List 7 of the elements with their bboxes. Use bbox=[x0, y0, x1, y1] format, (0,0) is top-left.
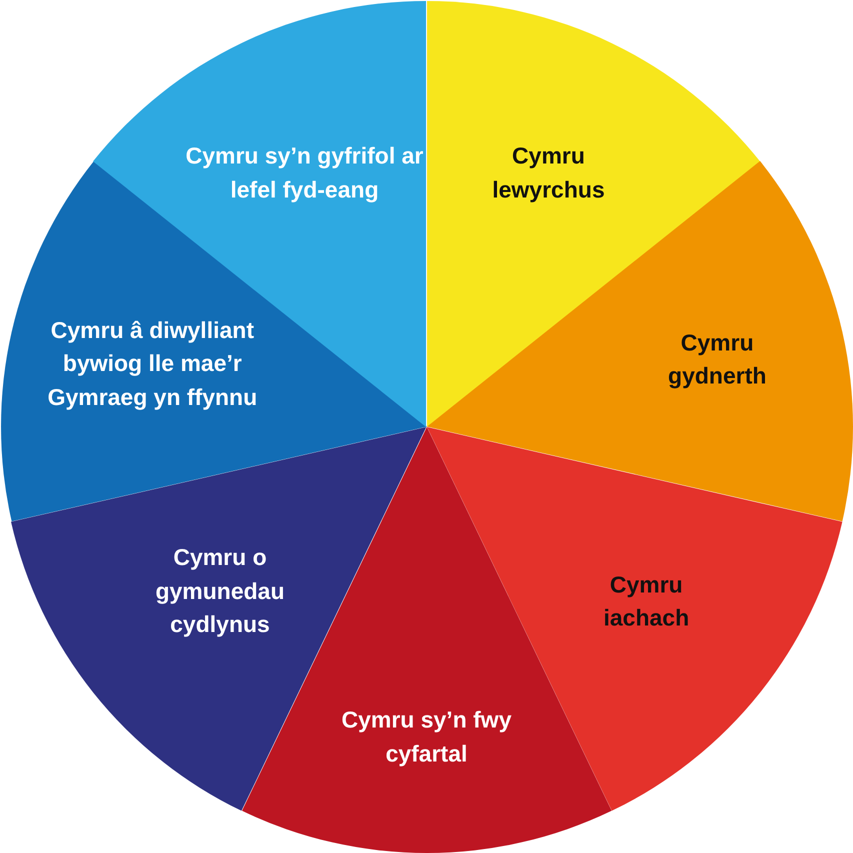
segment-label: Cymru lewyrchus bbox=[491, 142, 606, 204]
segment-label: Cymru sy’n gyfrifol ar lefel fyd-eang bbox=[184, 142, 424, 204]
segment-label: Cymru iachach bbox=[602, 570, 690, 633]
segment-label: Cymru â diwylliant bywiog lle mae’r Gymraeg yn ffynnu bbox=[46, 316, 258, 412]
segment-label: Cymru gydnerth bbox=[667, 328, 768, 392]
segment-label: Cymru sy’n fwy cyfartal bbox=[340, 706, 512, 768]
segment-label: Cymru o gymunedau cydlynus bbox=[154, 543, 286, 639]
